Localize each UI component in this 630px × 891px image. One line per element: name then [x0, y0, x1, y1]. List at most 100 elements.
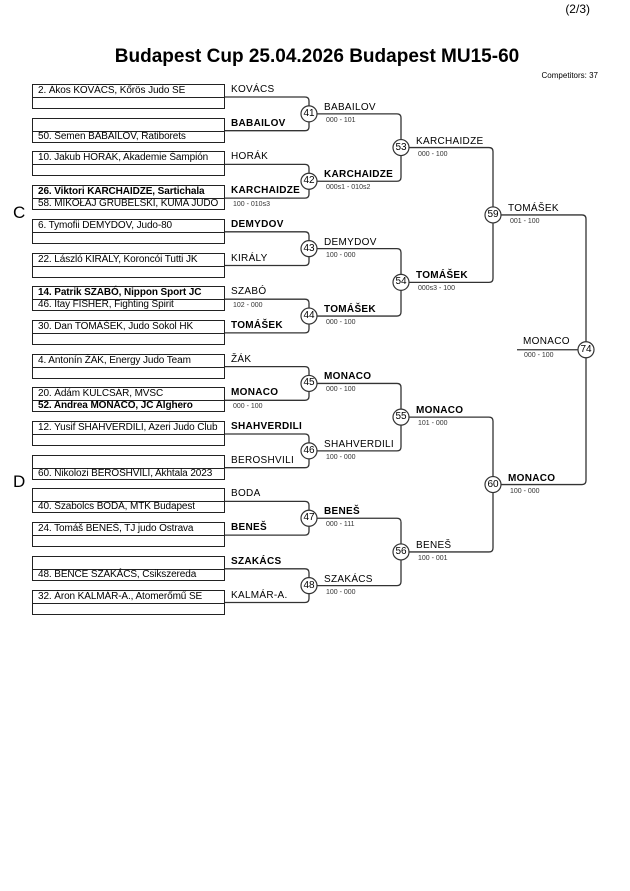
- round1-winner-label: BEROSHVILI: [231, 454, 295, 466]
- round1-winner-label: BABAILOV: [231, 117, 286, 129]
- competitor-name: 10. Jakub HORÁK, Akademie Šampión: [38, 152, 209, 164]
- page-title: Budapest Cup 25.04.2026 Budapest MU15-60: [114, 46, 520, 67]
- competitor-name: 40. Szabolcs BODA, MTK Budapest: [38, 501, 195, 513]
- competitor-box: [32, 387, 225, 413]
- competitor-name: 14. Patrik SZABÓ, Nippon Sport JC: [38, 287, 202, 299]
- competitor-box: [32, 319, 225, 345]
- match-winner-label: BABAILOV: [324, 101, 376, 113]
- match-number: 46: [303, 444, 315, 456]
- box-divider: [33, 332, 224, 334]
- match-score: 001 - 100: [510, 217, 540, 225]
- round1-score: 102 - 000: [233, 302, 263, 310]
- competitor-name: 30. Dan TOMÁŠEK, Judo Sokol HK: [38, 320, 194, 332]
- competitor-box: [32, 252, 225, 278]
- match-winner-label: MONACO: [508, 472, 556, 484]
- round1-winner-label: DEMYDOV: [231, 218, 284, 230]
- box-divider: [33, 568, 224, 570]
- final-score: 000 - 100: [524, 351, 554, 359]
- match-winner-label: TOMÁŠEK: [324, 304, 376, 316]
- competitor-name: 20. Ádám KULCSÁR, MVSC: [38, 388, 164, 400]
- round1-winner-label: BODA: [231, 488, 261, 500]
- match-score: 100 - 000: [326, 588, 356, 596]
- match-number: 60: [487, 478, 499, 490]
- match-winner-label: DEMYDOV: [324, 236, 377, 248]
- match-winner-label: BENEŠ: [416, 539, 452, 551]
- match-score: 000 - 100: [326, 386, 356, 394]
- competitor-box: [32, 589, 225, 615]
- box-divider: [33, 366, 224, 368]
- competitor-box: [32, 555, 225, 581]
- match-number-circle: [392, 273, 410, 291]
- final-winner-label: MONACO: [523, 335, 570, 347]
- bracket-connector: [409, 416, 494, 553]
- match-number: 41: [303, 107, 315, 119]
- box-divider: [33, 265, 224, 267]
- box-divider: [33, 198, 224, 200]
- match-winner-label: KARCHAIDZE: [416, 135, 484, 147]
- match-number: 44: [303, 310, 315, 322]
- competitor-box: [32, 522, 225, 548]
- round1-winner-label: BENEŠ: [231, 522, 267, 534]
- match-score: 000 - 111: [326, 521, 355, 529]
- competitor-name: 24. Tomáš BENEŠ, TJ judo Ostrava: [38, 523, 194, 535]
- match-score: 000s3 - 100: [418, 285, 455, 293]
- match-score: 100 - 000: [510, 487, 540, 495]
- box-divider: [33, 130, 224, 132]
- match-score: 000s1 - 010s2: [326, 184, 371, 192]
- match-score: 101 - 000: [418, 420, 448, 428]
- page-indicator: (2/3): [565, 2, 590, 16]
- match-number-circle: [300, 577, 318, 595]
- match-winner-label: MONACO: [324, 371, 372, 383]
- competitor-box: [32, 353, 225, 379]
- box-divider: [33, 602, 224, 604]
- match-score: 000 - 101: [326, 116, 356, 124]
- competitor-box: [32, 488, 225, 514]
- box-divider: [33, 467, 224, 469]
- match-number: 59: [487, 208, 499, 220]
- box-divider: [33, 231, 224, 233]
- match-number: 47: [303, 512, 315, 524]
- match-number-circle: [392, 138, 410, 157]
- round1-winner-label: ŽÁK: [231, 353, 252, 365]
- match-number-circle: [484, 206, 502, 224]
- match-number: 42: [303, 175, 315, 187]
- match-number-circle: [392, 408, 410, 426]
- competitor-name: 58. MIKOŁAJ GRUBELSKI, KUMA JUDO: [38, 198, 219, 210]
- match-number: 55: [395, 411, 407, 423]
- competitor-box: [32, 286, 225, 312]
- competitor-box: [32, 117, 225, 143]
- round1-winner-label: KIRÁLY: [231, 252, 268, 264]
- match-score: 100 - 000: [326, 251, 356, 259]
- round1-score: 000 - 100: [233, 403, 263, 411]
- competitor-name: 22. László KIRÁLY, Koroncói Tutti JK: [38, 253, 198, 265]
- pool-label-c: C: [13, 203, 26, 222]
- competitor-name: 2. Ákos KOVÁCS, Kőrös Judo SE: [38, 85, 186, 96]
- match-number: 43: [303, 242, 315, 254]
- round1-winner-label: KARCHAIDZE: [231, 185, 301, 197]
- match-number: 53: [395, 141, 407, 153]
- round1-winner-label: KOVÁCS: [231, 84, 275, 95]
- match-number-circle: [484, 475, 502, 494]
- match-number: 54: [395, 276, 407, 288]
- match-number-circle: [300, 509, 318, 527]
- match-number: 56: [395, 545, 407, 557]
- competitor-box: [32, 421, 225, 446]
- match-winner-label: MONACO: [416, 405, 464, 417]
- box-divider: [33, 299, 224, 301]
- match-number-circle: [300, 307, 318, 325]
- round1-winner-label: SZABÓ: [231, 286, 267, 298]
- competitor-name: 46. Itay FISHER, Fighting Spirit: [38, 299, 174, 311]
- match-score: 000 - 100: [418, 150, 448, 158]
- match-number-circle: [300, 240, 318, 258]
- match-winner-label: SHAHVERDILI: [324, 438, 394, 450]
- competitor-name: 50. Semen BABAILOV, Ratiborets: [38, 130, 186, 142]
- bracket-connector: [409, 146, 494, 283]
- match-score: 000 - 100: [326, 319, 356, 327]
- round1-winner-label: HORÁK: [231, 151, 269, 163]
- match-winner-label: SZAKÁCS: [324, 573, 373, 585]
- competitor-name: 12. Yusif SHAHVERDILI, Azeri Judo Club: [38, 422, 218, 433]
- competitors-count: Competitors: 37: [541, 71, 598, 80]
- match-number: 74: [580, 343, 592, 355]
- match-winner-label: TOMÁŠEK: [416, 270, 468, 282]
